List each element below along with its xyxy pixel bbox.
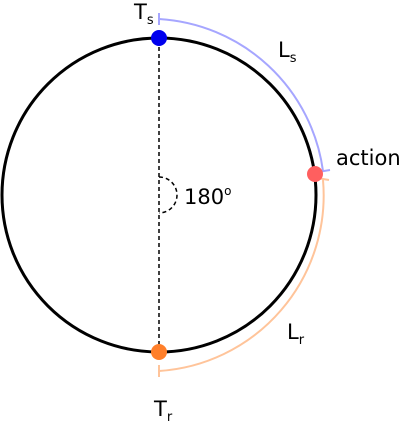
bottom-node-label: Tr (153, 397, 173, 423)
action-node (307, 166, 323, 182)
top-node-label: Ts (133, 0, 154, 28)
return-arc-label: Lr (287, 320, 305, 348)
bottom-node-label-main: T (153, 397, 167, 421)
return-arc-label-sub: r (299, 333, 305, 348)
angle-arc (158, 176, 178, 214)
bottom-node (151, 344, 167, 360)
return-arc-path (158, 179, 325, 372)
send-arc-label: Ls (278, 38, 297, 66)
angle-label-sup: o (224, 184, 231, 198)
send-arc-path (158, 18, 324, 172)
return-arc-label-main: L (287, 320, 299, 344)
top-node-label-main: T (133, 0, 147, 24)
send-arc (158, 13, 331, 173)
send-arc-label-sub: s (290, 51, 297, 66)
send-arc-label-main: L (278, 38, 290, 62)
top-node (151, 30, 167, 46)
angle-label: 180o (184, 184, 231, 209)
action-label: action (336, 146, 401, 170)
angle-label-main: 180 (184, 185, 224, 209)
bottom-node-label-sub: r (167, 410, 173, 423)
top-node-label-sub: s (147, 13, 154, 28)
